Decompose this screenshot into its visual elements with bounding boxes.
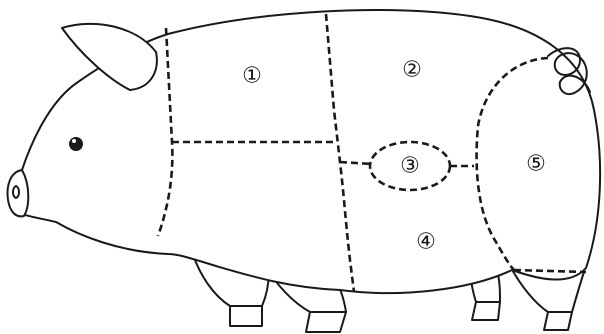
- region-label-1: ①: [242, 64, 262, 89]
- region-label-5: ⑤: [526, 152, 546, 177]
- eye-highlight: [72, 139, 76, 143]
- region-label-4: ④: [416, 230, 436, 255]
- back-left-hoof: [472, 302, 500, 320]
- region-label-3: ③: [400, 154, 420, 179]
- front-right-hoof: [306, 312, 346, 332]
- back-right-hoof: [544, 312, 572, 330]
- region-label-2: ②: [402, 58, 422, 83]
- nostril: [13, 186, 19, 198]
- eye: [69, 137, 83, 151]
- front-left-hoof: [230, 306, 262, 326]
